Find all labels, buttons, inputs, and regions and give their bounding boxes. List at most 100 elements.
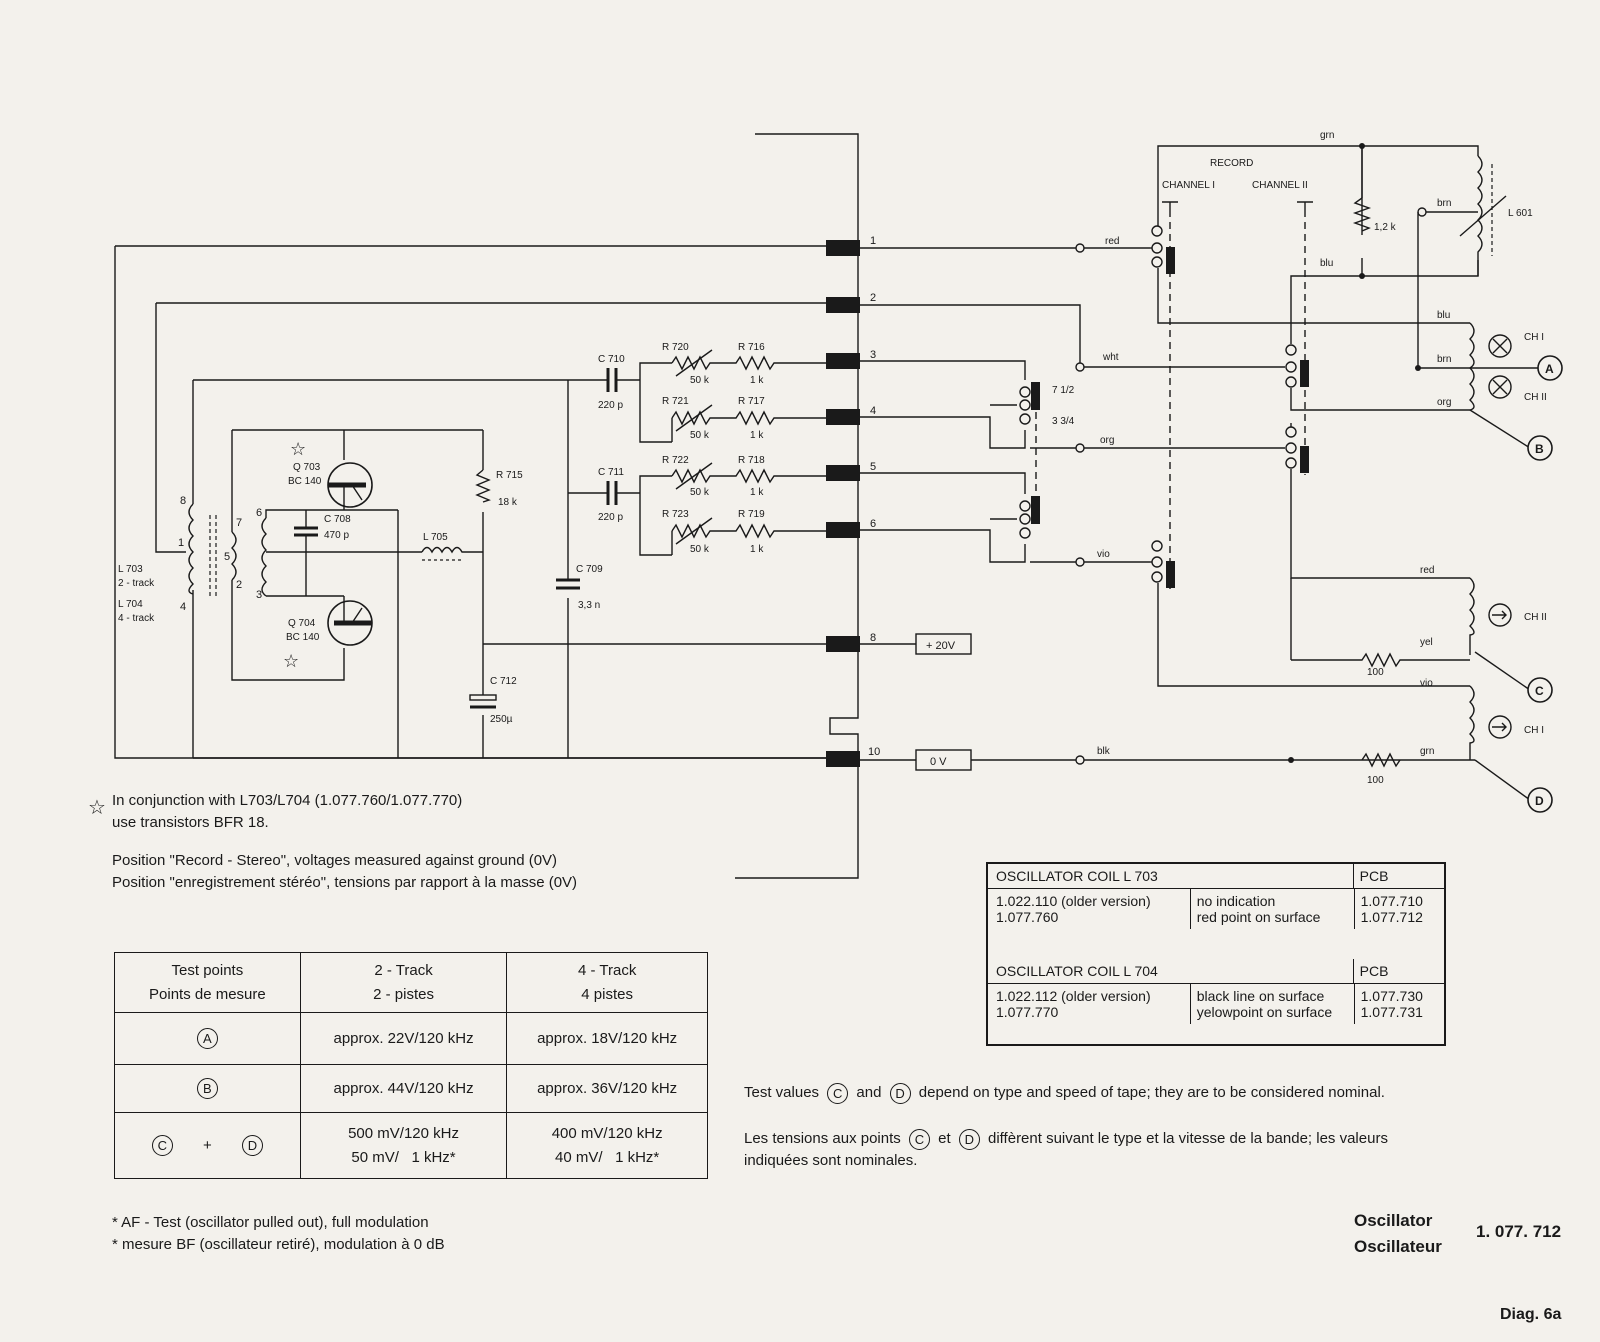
r100-label: 100 [1367, 667, 1384, 678]
r-1k2-label: 1,2 k [1374, 222, 1397, 233]
q704-label: Q 704 [288, 618, 316, 629]
test-point-badge: D [958, 1128, 980, 1150]
wire-label-blk: blk [1097, 746, 1111, 757]
coil-pcb: 1.077.710 [1360, 893, 1423, 909]
note-text: depend on type and speed of tape; they a… [918, 1084, 1385, 1101]
wire-label-brn: brn [1437, 198, 1451, 209]
position-note: Position "Record - Stereo", voltages mea… [112, 850, 752, 894]
c712-value: 250µ [490, 714, 513, 725]
coil-desc: yelowpoint on surface [1196, 1004, 1333, 1020]
table-cell: approx. 36V/120 kHz [506, 1064, 708, 1113]
connector-label: 2 [870, 292, 876, 304]
wire-label-red: red [1105, 236, 1119, 247]
c708-value: 470 p [324, 530, 349, 541]
l704-desc: 4 - track [118, 613, 155, 624]
r719-label: R 719 [738, 509, 765, 520]
r723-label: R 723 [662, 509, 689, 520]
table-cell: approx. 18V/120 kHz [506, 1012, 708, 1065]
c709-value: 3,3 n [578, 600, 600, 611]
connector-strip-outline [735, 133, 859, 879]
capacitor-c710 [599, 368, 640, 392]
coil-table-title: OSCILLATOR COIL L 704 [996, 963, 1158, 979]
title-en: Oscillator [1354, 1211, 1433, 1230]
header-4-pistes: 4 pistes [581, 985, 633, 1003]
coil-part: 1.077.770 [996, 1004, 1059, 1020]
chii-label: CH II [1524, 612, 1547, 623]
table-row: A approx. 22V/120 kHz approx. 18V/120 kH… [114, 1012, 708, 1065]
star-icon: ☆ [283, 651, 299, 671]
wire-label-brn: brn [1437, 354, 1451, 365]
wire-label-grn: grn [1420, 746, 1434, 757]
coil-desc: red point on surface [1196, 909, 1321, 925]
coil-table-pcb-header: PCB [1352, 864, 1444, 888]
table-row: B approx. 44V/120 kHz approx. 36V/120 kH… [114, 1064, 708, 1113]
note-text: diffèrent suivant le type et la vitesse … [987, 1130, 1388, 1147]
r-series-value: 1 k [750, 487, 764, 498]
table-cell: 500 mV/120 kHz [348, 1125, 459, 1143]
l705-label: L 705 [423, 532, 448, 543]
coil-pin-label: 5 [224, 551, 230, 563]
coil-pin-label: 6 [256, 507, 262, 519]
channel2-label: CHANNEL II [1252, 180, 1308, 191]
note-text: et [938, 1130, 951, 1147]
left-wiring [114, 245, 826, 759]
r715-value: 18 k [498, 497, 518, 508]
c711-label: C 711 [598, 467, 624, 478]
c710-value: 220 p [598, 400, 623, 411]
test-values-note-en: Test values C and D depend on type and s… [744, 1082, 1564, 1104]
star-note-line1: In conjunction with L703/L704 (1.077.760… [112, 792, 463, 809]
position-note-fr: Position "enregistrement stéréo", tensio… [112, 873, 578, 891]
star-note-line2: use transistors BFR 18. [112, 813, 269, 831]
r722-label: R 722 [662, 455, 689, 466]
coil-pin-label: 3 [256, 589, 262, 601]
coil-table-row: 1.022.112 (older version)1.077.770 black… [988, 984, 1444, 1024]
r716-label: R 716 [738, 342, 765, 353]
star-note: ☆ In conjunction with L703/L704 (1.077.7… [88, 790, 648, 834]
coil-part: 1.022.110 (older version) [996, 893, 1151, 909]
test-point-badge: B [196, 1078, 218, 1100]
capacitor-c708 [294, 510, 318, 596]
wire-label-blu: blu [1320, 258, 1333, 269]
wire-label-vio: vio [1420, 678, 1433, 689]
transformer-l703-l704 [188, 429, 483, 681]
test-point-a: A [1545, 362, 1554, 376]
transistor-q703 [327, 430, 373, 510]
pot-value: 50 k [690, 375, 710, 386]
resistor-r715 [475, 469, 491, 503]
coil-pin-label: 7 [236, 517, 242, 529]
coil-table-pcb-header: PCB [1352, 959, 1444, 983]
test-point-badge: D [241, 1135, 263, 1157]
c708-label: C 708 [324, 514, 351, 525]
coil-table-header: OSCILLATOR COIL L 703 PCB [988, 864, 1444, 889]
coil-pin-label: 4 [180, 601, 186, 613]
resistor-bank [639, 349, 826, 556]
r717-label: R 717 [738, 396, 765, 407]
coil-pin-label: 2 [236, 579, 242, 591]
l704-label: L 704 [118, 599, 143, 610]
coil-table-header: OSCILLATOR COIL L 704 PCB [988, 959, 1444, 984]
oscillator-schematic: 1 2 3 4 5 6 8 10 8 1 [114, 130, 1563, 879]
capacitor-c712 [469, 694, 497, 709]
coil-table-title: OSCILLATOR COIL L 703 [996, 868, 1158, 884]
note-text: Les tensions aux points [744, 1130, 901, 1147]
r-series-value: 1 k [750, 375, 764, 386]
r721-label: R 721 [662, 396, 689, 407]
af-note-en: * AF - Test (oscillator pulled out), ful… [112, 1214, 429, 1231]
chi-label: CH I [1524, 725, 1544, 736]
pot-value: 50 k [690, 430, 710, 441]
head-symbols [1488, 334, 1512, 739]
connector-label: 6 [870, 518, 876, 530]
l703-desc: 2 - track [118, 578, 155, 589]
coil-desc: black line on surface [1196, 988, 1325, 1004]
channel1-label: CHANNEL I [1162, 180, 1215, 191]
connector-label: 8 [870, 632, 876, 644]
note-text: Test values [744, 1084, 820, 1101]
q703-type: BC 140 [288, 476, 322, 487]
header-2-pistes: 2 - pistes [373, 985, 434, 1003]
wire-label-red: red [1420, 565, 1434, 576]
coil-part: 1.077.760 [996, 909, 1059, 925]
plus20-label: + 20V [926, 640, 956, 652]
coil-desc: no indication [1196, 893, 1276, 909]
title-fr: Oscillateur [1354, 1237, 1442, 1257]
